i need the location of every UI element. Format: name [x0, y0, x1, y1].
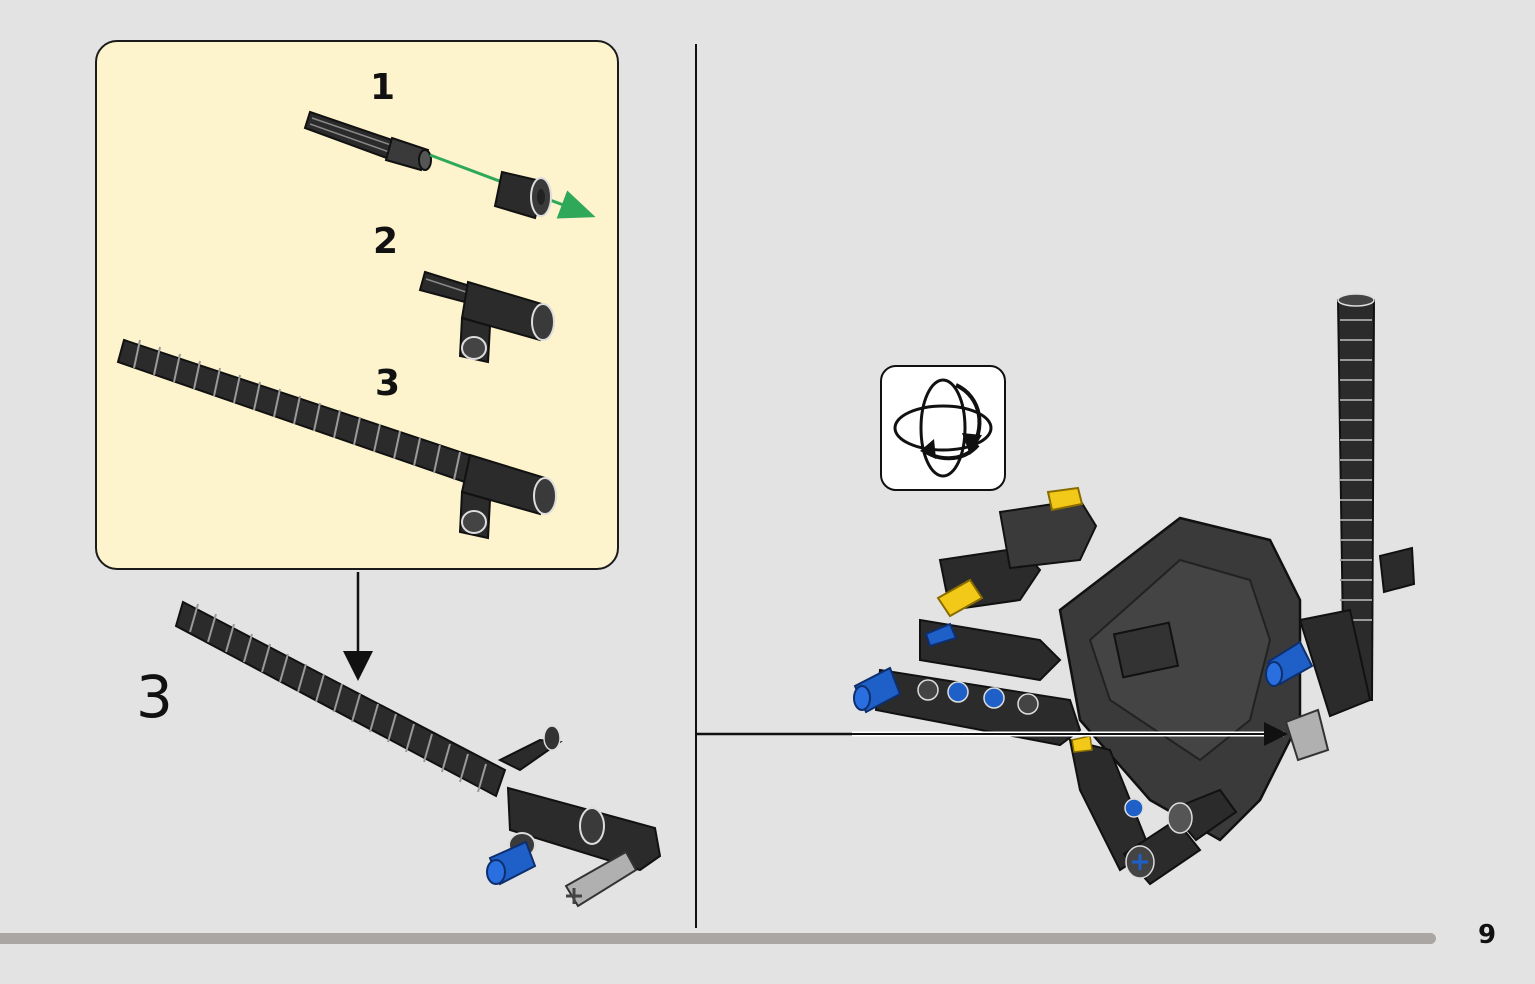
panel-divider — [695, 44, 697, 928]
rotate-model-callout — [880, 365, 1006, 491]
substep-2-part — [418, 270, 555, 364]
substep-1-parts — [303, 110, 596, 220]
rotate-model-icon — [893, 378, 993, 478]
page-progress-bar — [0, 933, 1436, 944]
step-number: 3 — [136, 663, 173, 731]
main-step-right-assembly — [853, 293, 1416, 886]
bush-part — [493, 170, 552, 220]
axle-connector-part — [303, 110, 432, 172]
substep-number-1: 1 — [370, 67, 396, 108]
substep-number-2: 2 — [373, 221, 399, 262]
substep-3-part — [116, 338, 557, 540]
page-number: 9 — [1478, 920, 1497, 950]
main-step-left-assembly — [174, 600, 662, 908]
substep-number-3: 3 — [375, 363, 401, 404]
